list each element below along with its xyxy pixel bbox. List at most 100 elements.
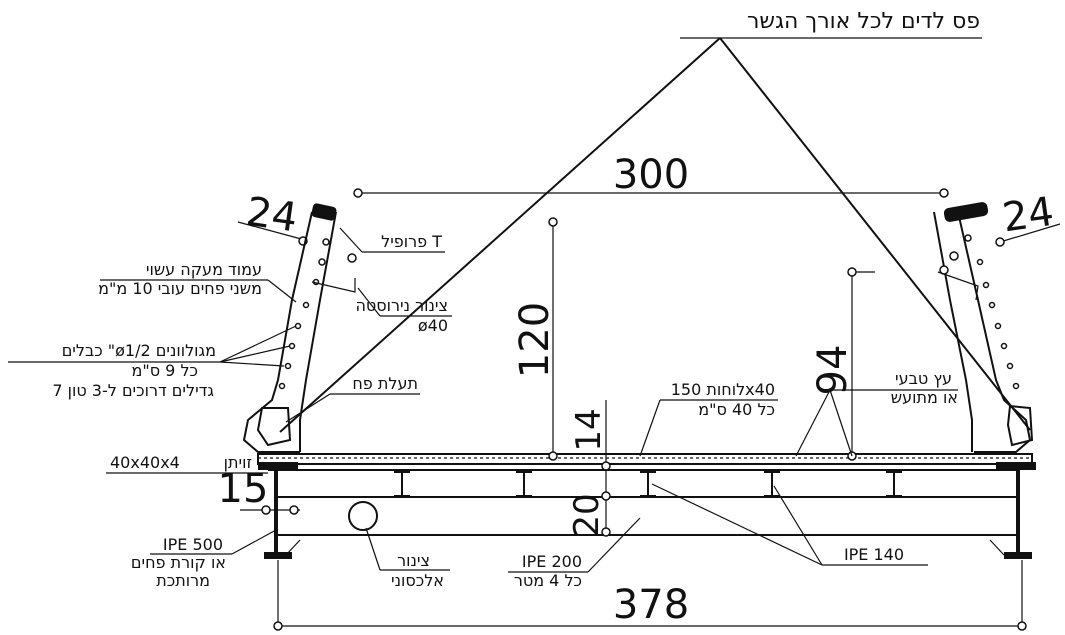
dim-node <box>289 505 299 515</box>
deck-boards <box>257 453 1033 465</box>
cable-hole <box>302 301 310 309</box>
diagonal-pipe <box>348 501 378 531</box>
dim-node <box>601 527 611 537</box>
dim-378-text: 378 <box>613 582 689 628</box>
left-channel <box>256 407 292 447</box>
right-angle <box>996 462 1036 470</box>
label-pipe-1: צינור נירוסטה <box>355 296 448 315</box>
label-cables-1: כבלים "ø1/2 מגולוונים <box>62 341 216 360</box>
label-ipe500-3: מרותכת <box>156 571 210 590</box>
label-wood-1: עץ טבעי <box>895 369 952 388</box>
pipe-node <box>347 253 357 263</box>
dim-node <box>939 188 949 198</box>
dim-20-text: 20 <box>567 493 607 536</box>
right-post-outer <box>957 211 1032 453</box>
left-angle <box>258 462 298 470</box>
cable-hole <box>988 301 996 309</box>
label-boards-1: לוחות 150x40 <box>671 380 775 399</box>
dim-node <box>847 267 857 277</box>
leader <box>219 361 285 367</box>
leader <box>231 529 277 555</box>
led-leader-left <box>279 37 721 433</box>
leader <box>267 279 297 303</box>
pipe-bracket <box>311 278 356 293</box>
leader <box>365 527 381 571</box>
led-leader-right <box>719 37 1031 431</box>
label-ipe200-2: כל 4 מטר <box>514 571 582 590</box>
leader <box>639 399 661 457</box>
leader <box>773 485 823 566</box>
label-channel: תעלת פח <box>352 374 418 393</box>
label-ipe500-1: IPE 500 <box>163 535 223 554</box>
label-diag-pipe-2: אלכסוני <box>391 571 444 590</box>
label-ipe200-1: IPE 200 <box>522 552 582 571</box>
dim-node <box>261 505 271 515</box>
cable-hole <box>1006 362 1014 370</box>
leader <box>651 483 823 566</box>
label-cables-3: 7 גדילים דרוכים ל-3 טון <box>52 381 214 400</box>
dim-node <box>548 451 558 461</box>
label-t-profile: פרופיל T <box>381 232 442 251</box>
rail-bolt <box>318 258 326 266</box>
label-angle-profile: 40x40x4 <box>110 453 180 472</box>
dim-node <box>353 188 363 198</box>
cable-hole <box>1000 342 1008 350</box>
right-channel <box>1006 404 1034 447</box>
dim-14-text: 14 <box>569 408 609 451</box>
right-beam-flange <box>1004 552 1032 559</box>
left-post-outer <box>242 211 313 453</box>
label-pipe-2: ø40 <box>418 316 448 335</box>
cable-hole <box>288 342 296 350</box>
leader <box>285 393 331 423</box>
dim-15-text: 15 <box>218 466 269 512</box>
dim-node <box>995 237 1005 247</box>
dim-node <box>548 217 558 227</box>
leader <box>219 345 291 363</box>
dim-24-right: 24 <box>1000 189 1057 242</box>
rail-bolt <box>322 238 330 246</box>
rail-bolt <box>949 251 959 261</box>
cable-hole <box>294 322 302 330</box>
cable-hole <box>1012 382 1020 390</box>
dim-300-text: 300 <box>613 152 689 198</box>
label-ipe500-2: או קורת פחים <box>131 553 226 572</box>
joists-ipe140 <box>394 471 902 497</box>
rail-bolt <box>964 234 972 242</box>
stiffener <box>285 539 301 556</box>
left-beam-flange <box>264 552 292 559</box>
pipe-bracket <box>937 271 979 301</box>
leader <box>587 517 641 573</box>
cable-hole <box>976 258 984 266</box>
dim-94-text: 94 <box>810 345 856 396</box>
cable-hole <box>278 382 286 390</box>
dim-24-left: 24 <box>243 189 300 242</box>
label-wood-2: או מתועש <box>891 388 958 407</box>
dim-24-left-line <box>237 221 306 241</box>
label-post-2: משני פחים עובי 10 מ"מ <box>98 279 262 298</box>
cable-hole <box>982 281 990 289</box>
left-handrail-cap <box>311 203 337 221</box>
dim-node <box>1017 621 1027 631</box>
left-post-inner <box>299 211 337 452</box>
label-post-1: עמוד מעקה עשוי <box>146 260 262 279</box>
leader <box>219 325 297 363</box>
cable-hole <box>994 322 1002 330</box>
leader <box>829 389 853 457</box>
dim-node <box>601 491 611 501</box>
label-boards-2: כל 40 ס"מ <box>698 400 775 419</box>
label-diag-pipe-1: צינור <box>397 551 430 570</box>
leader <box>357 287 381 317</box>
dim-node <box>273 621 283 631</box>
label-cables-2: כל 9 ס"מ <box>131 361 198 380</box>
leader <box>795 389 831 457</box>
right-handrail-cap <box>943 202 989 222</box>
leader <box>339 227 363 253</box>
dim-120-text: 120 <box>512 302 558 378</box>
title-label: פס לדים לכל אורך הגשר <box>747 9 980 34</box>
cable-hole <box>284 362 292 370</box>
label-angle-name: זויתן <box>224 453 252 472</box>
label-ipe140: IPE 140 <box>844 545 904 564</box>
dim-24-right-line <box>999 223 1061 243</box>
